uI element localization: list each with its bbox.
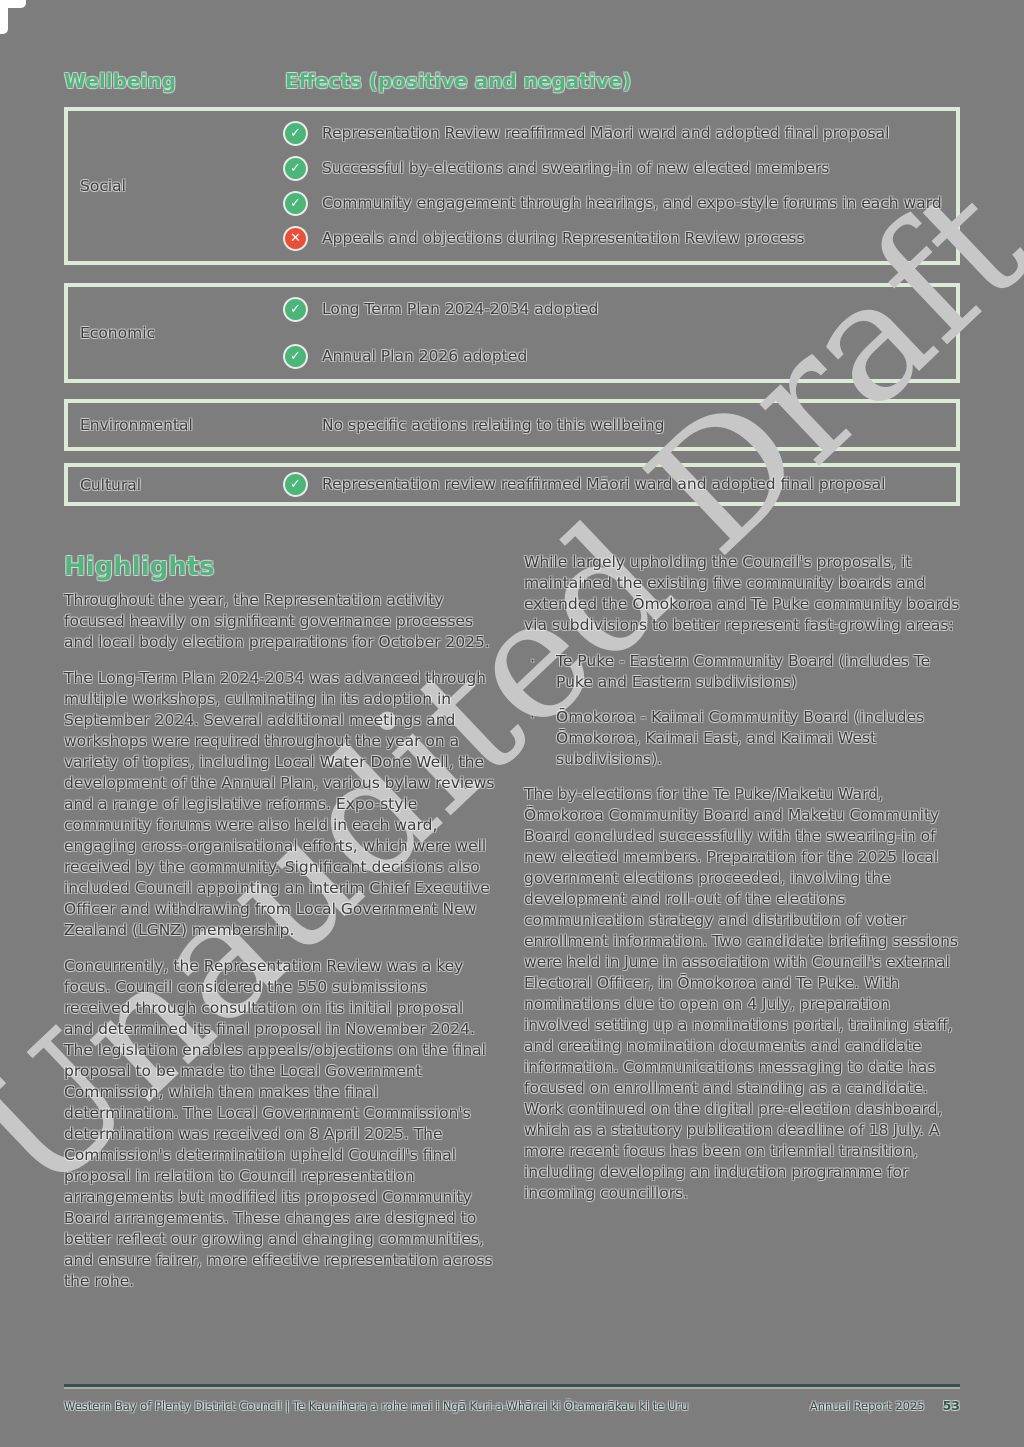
footer-rule xyxy=(64,1384,960,1387)
paragraph: The Long-Term Plan 2024-2034 was advance… xyxy=(64,669,495,939)
page-footer: Western Bay of Plenty District Council |… xyxy=(64,1398,960,1413)
check-icon: ✓ xyxy=(285,123,306,144)
effect-item: ✓ Community engagement through hearings,… xyxy=(285,193,946,214)
page-number: 53 xyxy=(942,1398,960,1413)
table-row-economic: Economic ✓ Long Term Plan 2024-2034 adop… xyxy=(64,283,960,383)
effect-item: ✕ Appeals and objections during Represen… xyxy=(285,228,946,249)
table-row-environmental: Environmental No specific actions relati… xyxy=(64,399,960,451)
effect-text: Successful by-elections and swearing-in … xyxy=(322,159,830,177)
table-row-social: Social ✓ Representation Review reaffirme… xyxy=(64,107,960,265)
check-icon: ✓ xyxy=(285,193,306,214)
footer-council-name: Western Bay of Plenty District Council |… xyxy=(64,1399,689,1413)
list-item: · Te Puke - Eastern Community Board (inc… xyxy=(524,651,960,693)
effect-item: ✓ Long Term Plan 2024-2034 adopted xyxy=(285,299,946,320)
effect-item: No specific actions relating to this wel… xyxy=(285,415,946,435)
wellbeing-label: Economic xyxy=(80,324,156,342)
paragraph: Throughout the year, the Representation … xyxy=(64,591,490,651)
paragraph: The by-elections for the Te Puke/Maketu … xyxy=(524,785,958,1202)
highlights-section: Highlights Throughout the year, the Repr… xyxy=(64,552,960,1307)
bullet-text: Ōmokoroa - Kaimai Community Board (inclu… xyxy=(556,708,925,768)
check-icon: ✓ xyxy=(285,299,306,320)
paragraph: While largely upholding the Council's pr… xyxy=(524,553,960,634)
effect-text: Representation Review reaffirmed Māori w… xyxy=(322,124,890,142)
effect-text: Annual Plan 2026 adopted xyxy=(322,347,528,365)
bullet-text: Te Puke - Eastern Community Board (inclu… xyxy=(556,652,931,691)
wellbeing-label: Cultural xyxy=(80,475,142,494)
bullet-marker: · xyxy=(530,652,535,670)
effect-text: Appeals and objections during Representa… xyxy=(322,229,805,247)
table-row-cultural: Cultural ✓ Representation review reaffir… xyxy=(64,463,960,506)
effect-item: ✓ Successful by-elections and swearing-i… xyxy=(285,158,946,179)
cross-icon: ✕ xyxy=(285,228,306,249)
effect-item: ✓ Representation review reaffirmed Māori… xyxy=(285,474,946,495)
list-item: · Ōmokoroa - Kaimai Community Board (inc… xyxy=(524,707,960,770)
bullet-marker: · xyxy=(530,708,535,726)
effect-text: Representation review reaffirmed Māori w… xyxy=(322,475,886,493)
check-icon: ✓ xyxy=(285,346,306,367)
column-header-wellbeing: Wellbeing xyxy=(64,69,176,93)
wellbeing-effects-table: Wellbeing Effects (positive and negative… xyxy=(64,68,960,506)
check-icon: ✓ xyxy=(285,158,306,179)
wellbeing-label: Environmental xyxy=(80,416,193,434)
effect-text: Community engagement through hearings, a… xyxy=(322,194,942,212)
wellbeing-label: Social xyxy=(80,177,126,195)
effect-text: Long Term Plan 2024-2034 adopted xyxy=(322,300,599,318)
effect-item: ✓ Representation Review reaffirmed Māori… xyxy=(285,123,946,144)
page-corner-artifact xyxy=(0,0,8,34)
footer-report-title: Annual Report 2025 xyxy=(809,1399,925,1413)
column-header-effects: Effects (positive and negative) xyxy=(285,69,632,93)
highlights-heading: Highlights xyxy=(64,552,215,582)
effect-item: ✓ Annual Plan 2026 adopted xyxy=(285,346,946,367)
page-corner-artifact xyxy=(0,0,26,8)
paragraph: Concurrently, the Representation Review … xyxy=(64,957,493,1290)
check-icon: ✓ xyxy=(285,474,306,495)
effect-text: No specific actions relating to this wel… xyxy=(322,416,665,434)
